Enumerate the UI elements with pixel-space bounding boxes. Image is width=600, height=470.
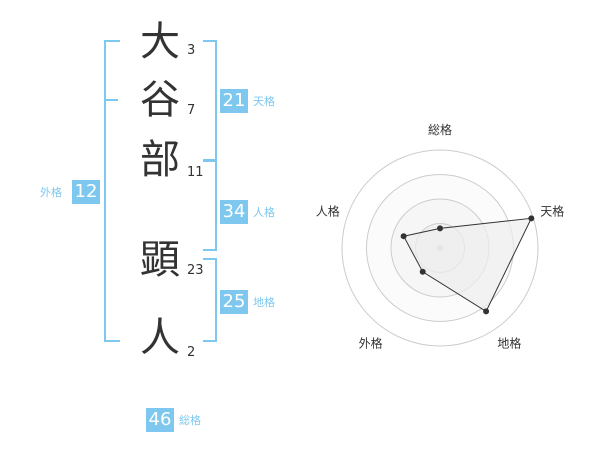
radar-point-2: [528, 215, 535, 222]
gaikaku-bracket-divider: [104, 99, 118, 101]
stroke-count-3: 11: [187, 165, 204, 180]
soukaku-label: 総格: [179, 414, 201, 427]
name-char-2: 谷: [140, 77, 180, 123]
stroke-count-4: 23: [187, 263, 204, 278]
name-char-5: 人: [140, 315, 180, 361]
radar-axis-label-5: 人格: [316, 204, 340, 219]
name-char-4: 顕: [140, 237, 180, 283]
tenkaku-label: 天格: [253, 95, 275, 108]
name-char-3: 部: [140, 137, 180, 183]
tenkaku-value-badge: 21: [220, 89, 248, 113]
jinkaku-bracket: [203, 159, 217, 251]
jinkaku-label: 人格: [253, 206, 275, 219]
radar-point-1: [437, 225, 443, 232]
gaikaku-bracket: [104, 40, 120, 342]
stroke-count-5: 2: [187, 345, 196, 360]
tenkaku-bracket: [203, 40, 217, 162]
gaikaku-value-badge: 12: [72, 180, 100, 204]
radar-axis-label-4: 外格: [359, 335, 383, 350]
chikaku-value-badge: 25: [220, 290, 248, 314]
radar-axis-label-1: 総格: [428, 122, 452, 137]
name-char-1: 大: [140, 19, 180, 65]
radar-axis-label-3: 地格: [497, 335, 521, 350]
chikaku-label: 地格: [253, 296, 275, 309]
radar-point-3: [483, 308, 490, 315]
soukaku-value-badge: 46: [146, 408, 174, 432]
chikaku-bracket: [203, 258, 217, 342]
stroke-count-2: 7: [187, 103, 196, 118]
gaikaku-label: 外格: [40, 186, 62, 199]
jinkaku-value-badge: 34: [220, 200, 248, 224]
stroke-count-1: 3: [187, 43, 196, 58]
radar-point-5: [400, 233, 407, 240]
radar-series-polygon: [402, 217, 533, 313]
radar-points: [400, 215, 535, 315]
radar-axis-label-2: 天格: [540, 204, 564, 219]
radar-point-4: [419, 268, 426, 275]
